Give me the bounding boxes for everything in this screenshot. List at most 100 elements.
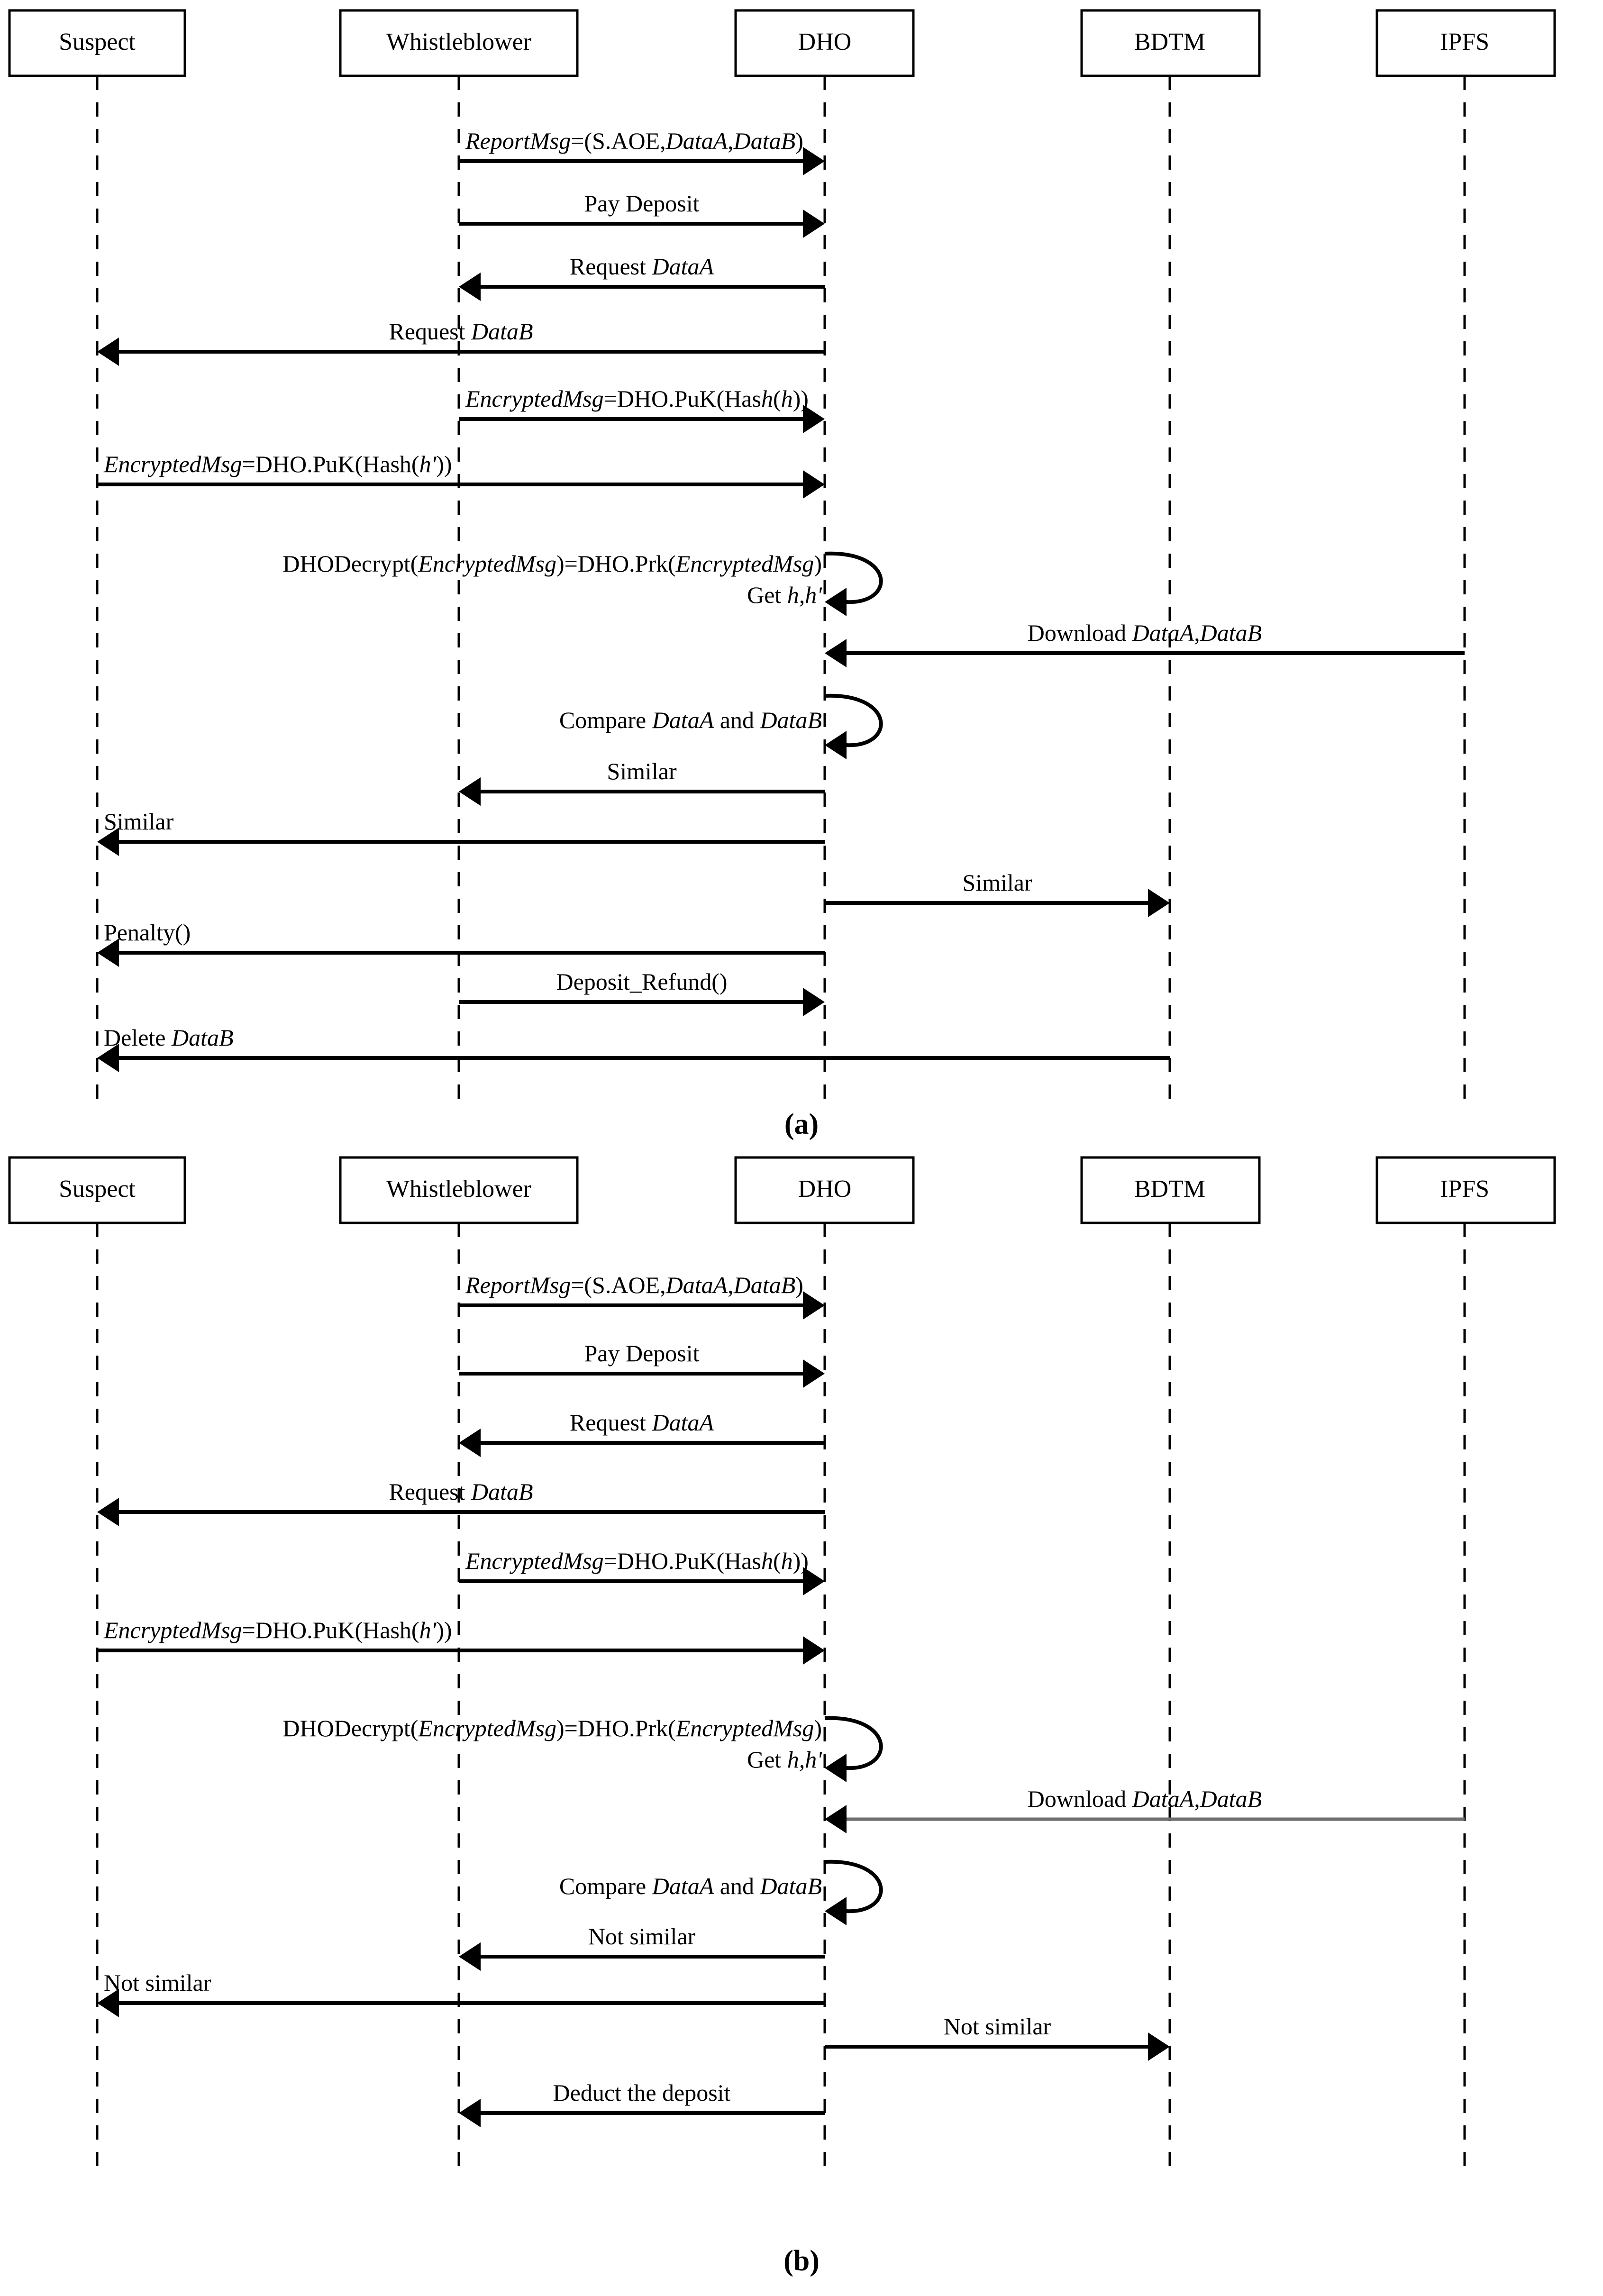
arrow-head [803,1359,825,1388]
message-2[interactable]: Pay Deposit [459,1340,825,1388]
message-label: Not similar [588,1923,696,1950]
message-label: Not similar [104,1969,211,1996]
participant-box [1375,9,1556,77]
self-message-arc [824,1716,883,1770]
message-9[interactable]: Not similar [97,1969,825,2017]
message-12[interactable]: Deposit_Refund() [459,968,825,1016]
self-message-label-line1: Compare DataA and DataB [559,707,822,733]
message-10[interactable]: Not similar [825,2013,1170,2061]
arrow-head [459,273,481,301]
participant-box [734,1156,915,1224]
participant-ipfs[interactable]: IPFS [1375,9,1556,77]
message-5[interactable]: EncryptedMsg=DHO.PuK(Hash(h)) [459,1548,825,1595]
message-label: ReportMsg=(S.AOE,DataA,DataB) [465,128,803,154]
participant-label: Suspect [59,1175,136,1203]
arrow-head [459,1942,481,1971]
message-8[interactable]: Similar [459,758,825,806]
message-label: Penalty() [104,919,191,946]
message-9[interactable]: Similar [97,808,825,856]
message-8[interactable]: Not similar [459,1923,825,1971]
arrow-head [803,1567,825,1595]
self-message-1[interactable]: DHODecrypt(EncryptedMsg)=DHO.Prk(Encrypt… [282,1715,883,1782]
arrow-head [803,470,825,499]
self-message-arc [824,1859,883,1913]
self-message-label-line1: DHODecrypt(EncryptedMsg)=DHO.Prk(Encrypt… [282,1715,822,1741]
arrow-head [459,777,481,806]
participant-dho[interactable]: DHO [734,9,915,77]
arrow-head [97,1044,119,1072]
participant-box [734,9,915,77]
message-1[interactable]: ReportMsg=(S.AOE,DataA,DataB) [459,1272,825,1320]
participant-label: BDTM [1134,1175,1205,1203]
arrow-head [803,210,825,238]
arrow-head [803,988,825,1016]
message-6[interactable]: EncryptedMsg=DHO.PuK(Hash(h')) [97,1617,825,1665]
message-label: Pay Deposit [584,190,699,217]
self-message-2[interactable]: Compare DataA and DataB [559,1859,883,1925]
message-10[interactable]: Similar [825,869,1170,917]
self-message-label-line2: Get h,h' [747,582,822,608]
message-2[interactable]: Pay Deposit [459,190,825,238]
message-label: Delete DataB [104,1024,234,1051]
arrow-head [97,828,119,856]
arrow-head [825,588,847,616]
self-message-label-line1: Compare DataA and DataB [559,1873,822,1899]
message-label: Similar [607,758,677,784]
arrow-head [825,1754,847,1782]
message-13[interactable]: Delete DataB [97,1024,1170,1072]
participant-bdtm[interactable]: BDTM [1080,9,1261,77]
message-11[interactable]: Deduct the deposit [459,2079,825,2127]
self-message-arc [824,693,883,747]
participant-box [8,1156,186,1224]
message-4[interactable]: Request DataB [97,1478,825,1526]
participant-box [1375,1156,1556,1224]
self-message-arc [824,551,883,604]
sequence-diagram-b: Suspect Whistleblower DHO BDTM IPFS ReportMsg… [0,1147,1603,2296]
message-label: Download DataA,DataB [1028,620,1262,646]
arrow-head [825,639,847,667]
message-3[interactable]: Request DataA [459,1409,825,1457]
participant-label: DHO [798,1175,852,1203]
participant-label: BDTM [1134,28,1205,55]
participant-whistleblower[interactable]: Whistleblower [339,9,579,77]
participant-suspect[interactable]: Suspect [8,9,186,77]
participant-label: Whistleblower [386,28,531,55]
participant-label: DHO [798,28,852,55]
message-1[interactable]: ReportMsg=(S.AOE,DataA,DataB) [459,128,825,175]
arrow-head [803,1291,825,1320]
message-7[interactable]: Download DataA,DataB [825,1786,1465,1833]
message-11[interactable]: Penalty() [97,919,825,967]
participant-box [8,9,186,77]
participant-bdtm[interactable]: BDTM [1080,1156,1261,1224]
participant-label: IPFS [1440,1175,1489,1203]
sequence-diagram-a: Suspect Whistleblower DHO BDTM IPFS ReportMsg… [0,0,1603,1147]
participant-dho[interactable]: DHO [734,1156,915,1224]
arrow-head [1148,889,1170,917]
participant-box [339,9,579,77]
figure-caption: (b) [783,2245,820,2277]
message-3[interactable]: Request DataA [459,253,825,301]
arrow-head [97,938,119,967]
participant-ipfs[interactable]: IPFS [1375,1156,1556,1224]
participant-whistleblower[interactable]: Whistleblower [339,1156,579,1224]
self-message-2[interactable]: Compare DataA and DataB [559,693,883,759]
self-message-1[interactable]: DHODecrypt(EncryptedMsg)=DHO.Prk(Encrypt… [282,550,883,616]
participant-suspect[interactable]: Suspect [8,1156,186,1224]
arrow-head [97,1989,119,2017]
arrow-head [825,731,847,759]
participant-box [1080,1156,1261,1224]
arrow-head [803,147,825,175]
arrow-head [459,1429,481,1457]
message-4[interactable]: Request DataB [97,318,825,366]
message-label: Deduct the deposit [553,2079,731,2106]
message-label: Deposit_Refund() [556,968,727,995]
message-5[interactable]: EncryptedMsg=DHO.PuK(Hash(h)) [459,385,825,433]
figure-caption: (a) [784,1108,819,1140]
message-6[interactable]: EncryptedMsg=DHO.PuK(Hash(h')) [97,451,825,499]
message-7[interactable]: Download DataA,DataB [825,620,1465,667]
self-message-label-line1: DHODecrypt(EncryptedMsg)=DHO.Prk(Encrypt… [282,550,822,577]
arrow-head [459,2099,481,2127]
participant-label: Whistleblower [386,1175,531,1203]
self-message-label-line2: Get h,h' [747,1746,822,1773]
participant-label: IPFS [1440,28,1489,55]
